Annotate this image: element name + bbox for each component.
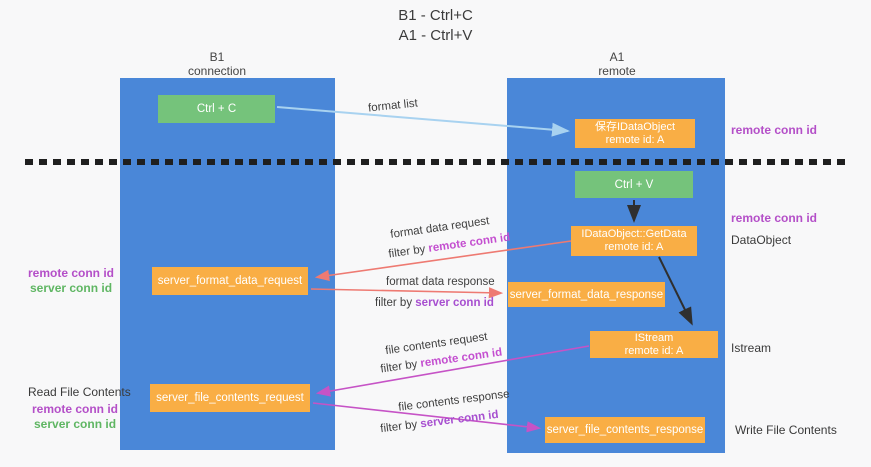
title-line-2: A1 - Ctrl+V (398, 27, 473, 44)
server-conn-id-text: server conn id (415, 297, 494, 309)
left-label-format-remote-conn-id: remote conn id (28, 266, 115, 280)
clipboard-boundary-dashed-line (25, 159, 847, 165)
node-server-format-data-request-label: server_format_data_request (157, 275, 303, 287)
node-server-file-contents-request: server_file_contents_request (150, 384, 310, 412)
edge-label-filter-by-server-2: filter by server conn id (380, 409, 499, 435)
node-save-idataobject-line1: 保存IDataObject (594, 120, 676, 133)
lifeline-b1-role: connection (187, 64, 247, 78)
filter-by-text: filter by (379, 418, 418, 436)
node-istream-line1: IStream (634, 331, 674, 344)
node-idataobject-getdata: IDataObject::GetData remote id: A (571, 226, 697, 256)
node-server-file-contents-response: server_file_contents_response (545, 417, 705, 443)
node-istream: IStream remote id: A (590, 331, 718, 358)
node-idataobject-getdata-line1: IDataObject::GetData (581, 228, 687, 240)
node-ctrl-v: Ctrl + V (575, 171, 693, 198)
remote-conn-id-text: remote conn id (427, 231, 511, 255)
node-ctrl-c-label: Ctrl + C (196, 103, 237, 115)
right-label-clipboard-remote-conn-id: remote conn id (731, 123, 818, 137)
left-label-file-remote-conn-id: remote conn id (32, 402, 119, 416)
node-server-format-data-response: server_format_data_response (508, 282, 665, 307)
right-label-write-file-contents: Write File Contents (735, 423, 837, 437)
node-save-idataobject-line2: remote id: A (605, 133, 665, 146)
node-save-idataobject: 保存IDataObject remote id: A (575, 119, 695, 148)
left-label-format-server-conn-id: server conn id (30, 281, 113, 295)
node-server-format-data-response-label: server_format_data_response (509, 288, 664, 301)
lifeline-header-b1: B1 connection (157, 50, 277, 78)
edge-label-format-data-response: format data response (386, 276, 495, 288)
node-server-file-contents-response-label: server_file_contents_response (546, 424, 704, 436)
lifeline-a1-role: remote (598, 64, 636, 78)
right-label-paste-remote-conn-id: remote conn id (731, 211, 818, 225)
right-label-istream: Istream (731, 341, 772, 355)
node-server-format-data-request: server_format_data_request (152, 267, 308, 295)
filter-by-text: filter by (387, 243, 427, 261)
left-label-file-server-conn-id: server conn id (34, 417, 117, 431)
filter-by-text: filter by (375, 297, 413, 309)
edge-label-format-list: format list (367, 97, 419, 115)
left-label-read-file-contents: Read File Contents (28, 385, 131, 399)
lifeline-b1-name: B1 (209, 50, 225, 64)
lifeline-header-a1: A1 remote (557, 50, 677, 78)
node-istream-line2: remote id: A (624, 344, 684, 357)
title-line-1: B1 - Ctrl+C (398, 7, 473, 24)
lifeline-a1-name: A1 (609, 50, 625, 64)
edge-label-filter-by-server-1: filter by server conn id (375, 297, 494, 309)
diagram-title: B1 - Ctrl+C A1 - Ctrl+V (0, 6, 871, 46)
node-ctrl-v-label: Ctrl + V (614, 178, 654, 191)
server-conn-id-text: server conn id (419, 408, 500, 431)
node-server-file-contents-request-label: server_file_contents_request (156, 392, 304, 404)
node-ctrl-c: Ctrl + C (158, 95, 275, 123)
arrow-format-data-response (310, 287, 504, 299)
right-label-dataobject: DataObject (731, 233, 792, 247)
filter-by-text: filter by (379, 358, 419, 376)
node-idataobject-getdata-line2: remote id: A (604, 241, 664, 253)
